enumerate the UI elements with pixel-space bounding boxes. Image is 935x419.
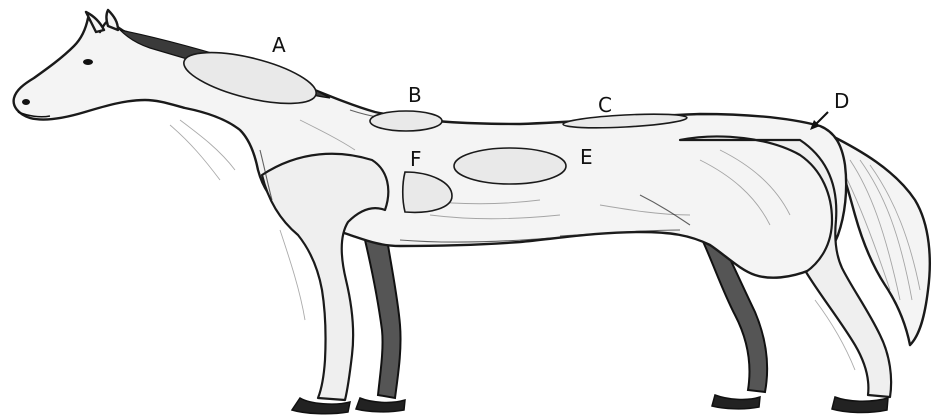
ear-back xyxy=(107,10,119,30)
region-e-area xyxy=(454,148,566,184)
label-b: B xyxy=(408,83,422,107)
hoof-hind-near xyxy=(832,397,888,413)
label-c: C xyxy=(598,93,612,117)
nostril xyxy=(22,99,30,105)
label-d: D xyxy=(834,89,849,113)
label-a: A xyxy=(272,33,286,57)
label-f: F xyxy=(410,147,422,171)
label-e: E xyxy=(580,145,593,169)
hoof-hind-far xyxy=(712,395,760,409)
far-legs xyxy=(365,235,767,398)
hoof-front-far xyxy=(356,398,405,412)
horse-body xyxy=(14,18,847,278)
eye xyxy=(83,59,93,65)
region-b-area xyxy=(370,111,442,131)
front-leg xyxy=(262,154,388,400)
